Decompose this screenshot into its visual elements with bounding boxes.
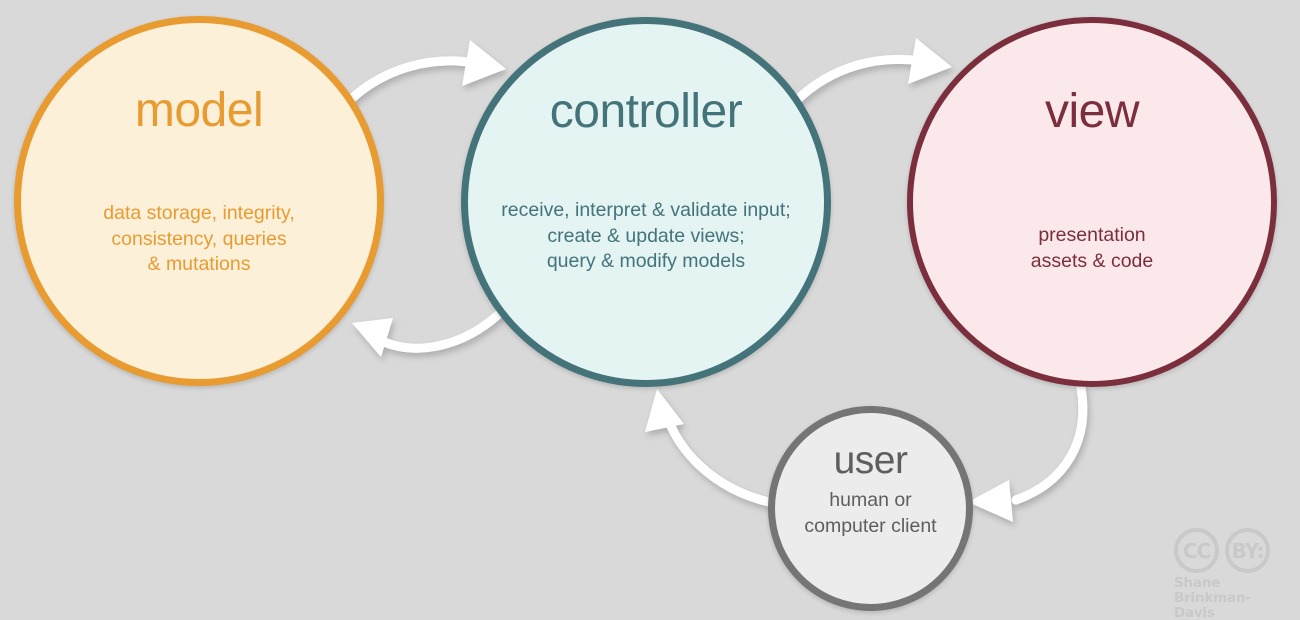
license-author: Shane Brinkman-Davis: [1174, 575, 1290, 620]
license-author-line1: Shane: [1174, 575, 1221, 591]
license-author-line2: Brinkman-Davis: [1174, 590, 1251, 620]
node-model-title: model: [134, 84, 264, 137]
cc-icon: CC: [1174, 528, 1219, 573]
node-user-title: user: [833, 439, 908, 482]
node-model[interactable]: model data storage, integrity, consisten…: [14, 16, 384, 386]
node-controller[interactable]: controller receive, interpret & validate…: [461, 17, 831, 387]
by-icon: BY:: [1225, 528, 1270, 573]
node-controller-title: controller: [549, 85, 743, 138]
license-marks: CC BY:: [1174, 528, 1290, 573]
arrow-controller-to-model: [352, 308, 505, 357]
node-view[interactable]: view presentation assets & code: [907, 17, 1277, 387]
node-view-description: presentation assets & code: [1030, 224, 1154, 272]
arrow-controller-to-view: [791, 38, 952, 106]
node-controller-description: receive, interpret & validate input; cre…: [501, 199, 791, 273]
arrow-view-to-user: [968, 383, 1088, 522]
node-model-description: data storage, integrity, consistency, qu…: [103, 202, 295, 276]
node-user-description: human or computer client: [804, 489, 937, 537]
creative-commons-license: CC BY: Shane Brinkman-Davis: [1174, 528, 1290, 620]
node-user[interactable]: user human or computer client: [768, 406, 973, 611]
arrow-model-to-controller: [342, 40, 506, 108]
arrow-user-to-controller: [645, 389, 774, 507]
node-view-title: view: [1044, 85, 1140, 138]
